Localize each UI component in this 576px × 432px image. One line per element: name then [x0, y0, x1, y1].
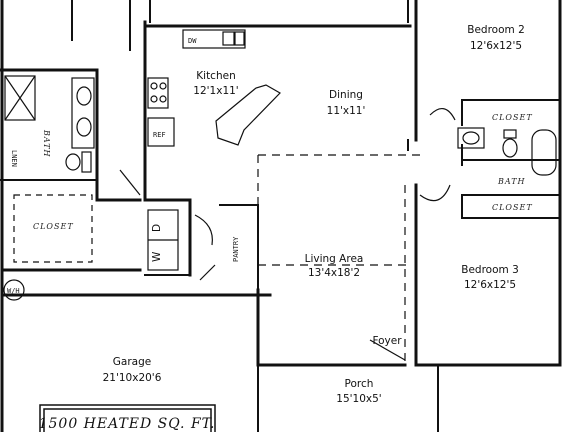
bath-left-label: BATH	[42, 129, 51, 158]
dining-size: 11'x11'	[327, 105, 366, 117]
bedroom2-name: Bedroom 2	[467, 24, 525, 36]
heated-sqft-banner: 1500 HEATED SQ. FT.	[39, 416, 216, 432]
dining-name: Dining	[329, 89, 363, 101]
bedroom3-size: 12'6x12'5	[464, 279, 516, 291]
banner-box	[39, 404, 216, 432]
openings	[13, 108, 456, 365]
kitchen-fixtures	[147, 29, 281, 147]
bath-right-label: BATH	[497, 177, 526, 186]
kitchen-island	[215, 84, 281, 146]
dw-label: DW	[188, 37, 197, 45]
kitchen-size: 12'1x11'	[193, 85, 238, 97]
linen-label: LNEN	[10, 150, 18, 167]
laundry-fixtures	[3, 209, 179, 301]
ref-label: REF	[153, 131, 166, 139]
wh-label: W/H	[7, 287, 20, 295]
bedroom2-size: 12'6x12'5	[470, 40, 522, 52]
closet-b2-label: CLOSET	[492, 113, 533, 122]
washer-label: W	[151, 251, 163, 262]
kitchen-name: Kitchen	[196, 70, 235, 82]
closet-left-label: CLOSET	[33, 222, 74, 231]
walls	[0, 0, 562, 432]
garage-size: 21'10x20'6	[103, 372, 162, 384]
porch-name: Porch	[345, 378, 374, 390]
water-heater-symbol	[3, 279, 25, 301]
porch-size: 15'10x5'	[336, 393, 381, 405]
bath-fixtures	[4, 75, 557, 176]
bedroom3-name: Bedroom 3	[461, 264, 519, 276]
living-name: Living Area	[305, 253, 364, 265]
pantry-label: PANTRY	[232, 236, 240, 262]
dryer-label: D	[151, 224, 163, 232]
closet-b3-label: CLOSET	[492, 203, 533, 212]
garage-name: Garage	[113, 356, 151, 368]
living-size: 13'4x18'2	[308, 267, 360, 279]
foyer-name: Foyer	[372, 335, 402, 347]
